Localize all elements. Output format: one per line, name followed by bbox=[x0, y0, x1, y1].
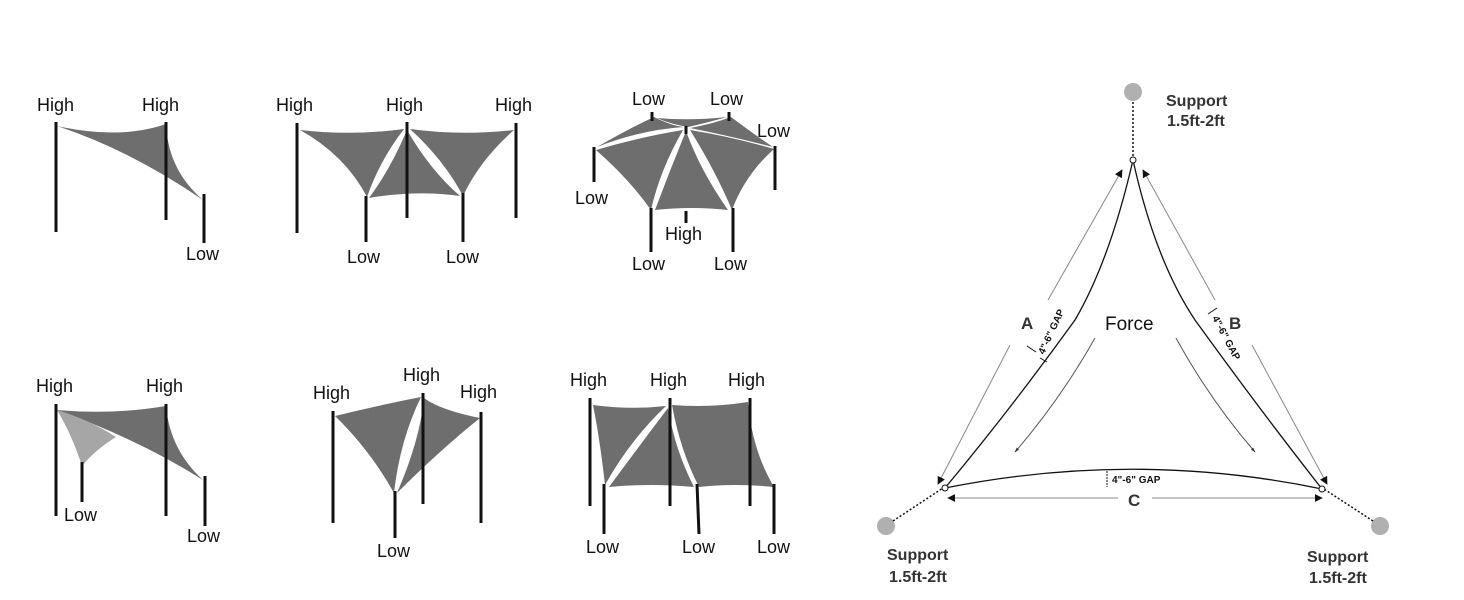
corner-label: High bbox=[650, 370, 687, 390]
gap-label: 4"-6" GAP bbox=[1112, 475, 1161, 486]
sail-shape bbox=[335, 397, 421, 493]
corner-label: High bbox=[495, 95, 532, 115]
side-a-arrow bbox=[1047, 169, 1123, 301]
support-post-icon bbox=[1371, 517, 1389, 535]
force-label: Force bbox=[1105, 314, 1154, 335]
sail-shape bbox=[690, 130, 774, 210]
corner-label: High bbox=[460, 382, 497, 402]
support-label: Support bbox=[887, 547, 949, 564]
support-label: Support bbox=[1166, 93, 1228, 110]
side-a-label: A bbox=[1021, 314, 1033, 333]
corner-label: High bbox=[36, 376, 73, 396]
side-b-arrow bbox=[1251, 344, 1328, 485]
corner-label: High bbox=[728, 370, 765, 390]
tension-connector bbox=[892, 487, 944, 522]
config-rectangle-sails: High High High Low Low Low bbox=[570, 370, 791, 557]
corner-label: Low bbox=[187, 526, 221, 546]
corner-ring-icon bbox=[1318, 485, 1326, 493]
force-arrow bbox=[1014, 337, 1096, 453]
corner-label: Low bbox=[377, 541, 411, 561]
gap-marker bbox=[1026, 345, 1037, 353]
support-distance-label: 1.5ft-2ft bbox=[1309, 570, 1367, 587]
force-arrow bbox=[1175, 337, 1256, 453]
sail-shape bbox=[596, 130, 683, 210]
corner-label: Low bbox=[682, 537, 716, 557]
support-post-icon bbox=[1124, 83, 1142, 101]
corner-ring-icon bbox=[1129, 156, 1137, 164]
side-b-arrow bbox=[1142, 169, 1216, 301]
side-c-label: C bbox=[1128, 491, 1140, 510]
corner-label: Low bbox=[586, 537, 620, 557]
sail-shape-light bbox=[57, 410, 116, 466]
corner-label: Low bbox=[757, 121, 791, 141]
config-three-triangles: High High High Low Low bbox=[276, 95, 532, 267]
config-overlapping-triangles: High High Low Low bbox=[36, 376, 221, 546]
corner-label: High bbox=[146, 376, 183, 396]
support-distance-label: 1.5ft-2ft bbox=[889, 569, 947, 586]
sail-outline bbox=[943, 159, 1324, 490]
sail-shape bbox=[690, 117, 773, 147]
corner-label: High bbox=[570, 370, 607, 390]
side-a-arrow bbox=[937, 344, 1011, 485]
tension-connector bbox=[1323, 488, 1374, 522]
config-hexagon-triangles: Low Low Low Low High Low Low bbox=[575, 89, 791, 274]
corner-label: Low bbox=[632, 89, 666, 109]
sail-shape bbox=[300, 129, 404, 197]
corner-label: Low bbox=[632, 254, 666, 274]
corner-label: High bbox=[403, 365, 440, 385]
corner-label: Low bbox=[446, 247, 480, 267]
support-label: Support bbox=[1307, 549, 1369, 566]
corner-label: Low bbox=[714, 254, 748, 274]
corner-label: High bbox=[142, 95, 179, 115]
sail-shape bbox=[657, 117, 727, 127]
corner-label: High bbox=[665, 224, 702, 244]
sail-shape bbox=[410, 129, 514, 196]
sail-shape bbox=[597, 117, 684, 147]
corner-label: Low bbox=[64, 505, 98, 525]
sail-shape bbox=[593, 405, 666, 485]
gap-label: 4"-6" GAP bbox=[1037, 307, 1068, 356]
corner-ring-icon bbox=[941, 484, 949, 492]
corner-label: High bbox=[386, 95, 423, 115]
sail-shape bbox=[369, 130, 460, 198]
sail-shape bbox=[57, 124, 203, 200]
corner-label: High bbox=[276, 95, 313, 115]
corner-label: Low bbox=[710, 89, 744, 109]
corner-label: High bbox=[37, 95, 74, 115]
gap-marker bbox=[1207, 307, 1218, 315]
sail-shape bbox=[655, 131, 728, 210]
corner-label: High bbox=[313, 383, 350, 403]
config-two-triangles: High High High Low bbox=[313, 365, 497, 561]
config-triangle-high-high-low: High High Low bbox=[37, 95, 220, 264]
sail-shape bbox=[397, 398, 480, 493]
corner-label: Low bbox=[347, 247, 381, 267]
corner-label: Low bbox=[757, 537, 791, 557]
support-distance-label: 1.5ft-2ft bbox=[1167, 113, 1225, 130]
side-b-label: B bbox=[1229, 314, 1241, 333]
corner-label: Low bbox=[186, 244, 220, 264]
corner-label: Low bbox=[575, 188, 609, 208]
tension-force-diagram: Force A B C 4"-6" GAP 4"-6" GAP 4"-6" GA… bbox=[877, 83, 1389, 587]
pole bbox=[695, 483, 701, 535]
gap-marker bbox=[1039, 357, 1048, 363]
support-post-icon bbox=[877, 517, 895, 535]
sail-shape bbox=[609, 408, 694, 487]
